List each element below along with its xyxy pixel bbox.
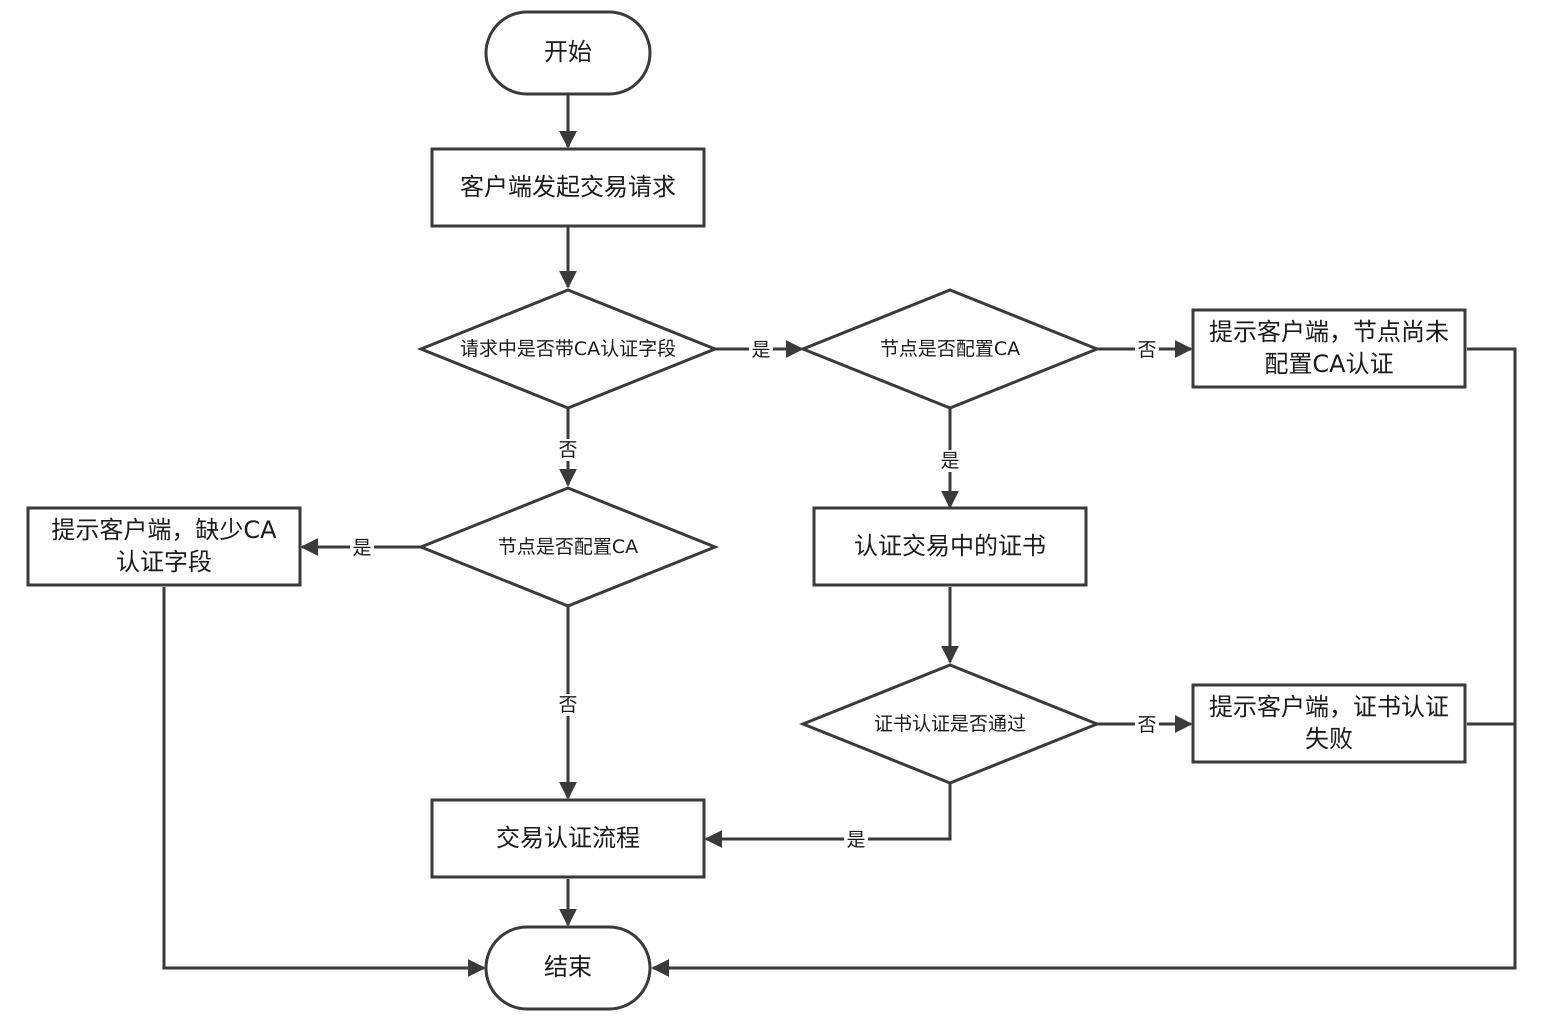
start-terminator-shape xyxy=(484,10,652,96)
node-ca-right-decision-shape xyxy=(798,288,1102,410)
node-ca-right-label: 节点是否配置CA xyxy=(879,337,1021,360)
edge-label-no-cert-to-hint: 否 xyxy=(1135,714,1159,736)
request-process-shape xyxy=(430,147,706,228)
edge-hint-missing-to-end xyxy=(162,587,486,977)
end-label: 结束 xyxy=(544,953,592,982)
edge-label-yes-right-to-verify: 是 xyxy=(938,450,962,472)
hint-missing-field-shape xyxy=(26,506,302,587)
edge-label-no-field-to-left: 否 xyxy=(556,439,580,461)
node-ca-left-label: 节点是否配置CA xyxy=(497,535,639,558)
cert-passed-decision-shape xyxy=(798,663,1102,785)
edge-hint-right-to-end xyxy=(651,347,1517,977)
check-ca-field-decision-shape xyxy=(416,288,720,410)
tx-flow-process-shape xyxy=(430,798,706,879)
verify-cert-process-shape xyxy=(812,506,1088,587)
edge-label-yes-left-to-hint: 是 xyxy=(350,537,374,559)
cert-passed-label: 证书认证是否通过 xyxy=(873,712,1026,735)
edge-label-yes-field-to-right: 是 xyxy=(749,339,773,361)
edge-label-no-right-to-hint: 否 xyxy=(1135,339,1159,361)
hint-not-configured-shape xyxy=(1191,308,1467,389)
verify-cert-label: 认证交易中的证书 xyxy=(854,531,1046,560)
hint-cert-failed-shape xyxy=(1191,683,1467,764)
edge-label-no-left-to-flow: 否 xyxy=(556,694,580,716)
end-terminator-shape xyxy=(484,925,652,1011)
request-label: 客户端发起交易请求 xyxy=(460,172,676,201)
hint-cert-failed-label: 提示客户端，证书认证失败 xyxy=(1209,693,1449,753)
tx-flow-label: 交易认证流程 xyxy=(496,823,640,852)
node-ca-left-decision-shape xyxy=(416,486,720,608)
start-label: 开始 xyxy=(544,38,592,67)
hint-missing-field-label: 提示客户端，缺少CA认证字段 xyxy=(51,516,277,576)
hint-not-configured-label: 提示客户端，节点尚未配置CA认证 xyxy=(1209,318,1449,378)
edge-cert-to-flow-yes xyxy=(704,784,952,848)
check-ca-field-label: 请求中是否带CA认证字段 xyxy=(459,337,677,360)
edge-label-yes-cert-to-flow: 是 xyxy=(844,829,868,851)
